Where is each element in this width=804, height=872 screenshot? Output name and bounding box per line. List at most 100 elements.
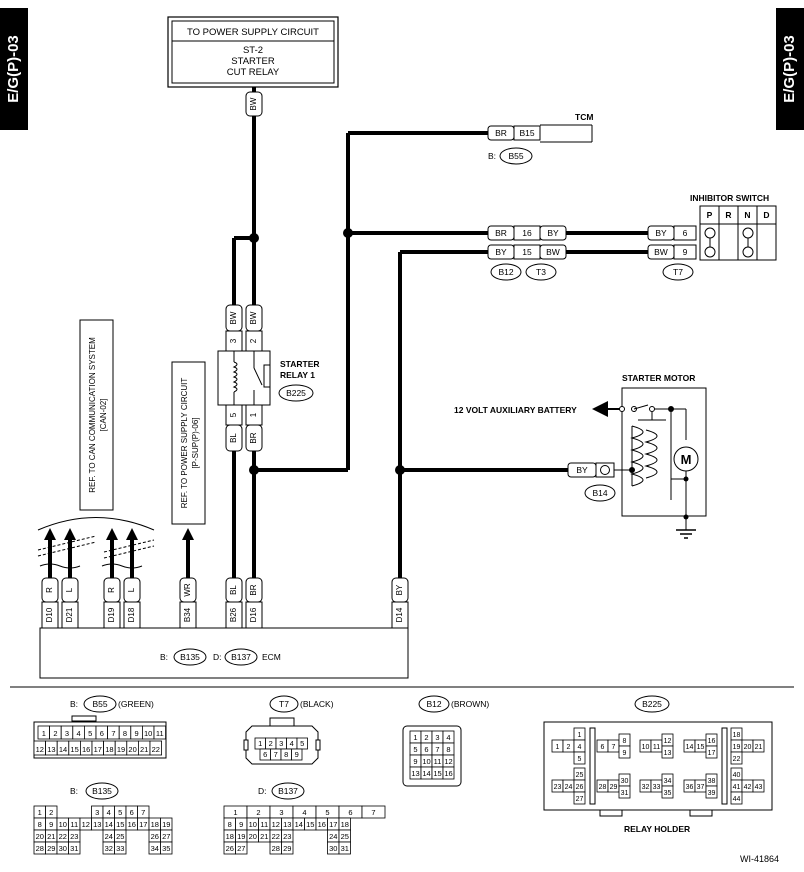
pin-cell: 35: [661, 785, 674, 799]
svg-text:6: 6: [424, 745, 428, 754]
pin-cell: 38: [705, 773, 718, 787]
svg-text:31: 31: [70, 844, 78, 853]
pin-cell: 12: [79, 817, 92, 831]
svg-text:[CAN-02]: [CAN-02]: [99, 399, 108, 432]
svg-text:INHIBITOR SWITCH: INHIBITOR SWITCH: [690, 193, 769, 203]
svg-text:8: 8: [284, 750, 288, 759]
svg-text:15: 15: [433, 769, 441, 778]
svg-text:E/G(P)-03: E/G(P)-03: [5, 35, 22, 103]
pin-cell: 1: [33, 805, 46, 819]
svg-text:16: 16: [522, 228, 532, 238]
pin-cell: 18: [223, 829, 236, 843]
ref-can-box: REF. TO CAN COMMUNICATION SYSTEM [CAN-02…: [79, 319, 114, 511]
svg-text:BY: BY: [547, 228, 559, 238]
svg-text:1: 1: [556, 744, 560, 751]
svg-text:17: 17: [94, 745, 102, 754]
pin-cell: 34: [148, 841, 161, 855]
pin-cell: 4: [573, 739, 586, 753]
svg-text:ST-2: ST-2: [243, 45, 263, 56]
pin-cell: 25: [573, 767, 586, 781]
svg-text:R: R: [45, 587, 54, 593]
svg-text:18: 18: [341, 820, 349, 829]
svg-text:21: 21: [755, 744, 763, 751]
pin-cell: 8: [118, 725, 132, 740]
svg-text:30: 30: [329, 844, 337, 853]
svg-text:15: 15: [697, 744, 705, 751]
pin-cell: 10: [56, 817, 69, 831]
svg-text:16: 16: [444, 769, 452, 778]
svg-text:23: 23: [70, 832, 78, 841]
svg-text:P: P: [707, 210, 713, 220]
svg-text:1: 1: [413, 733, 417, 742]
pin-cell: 8: [223, 817, 236, 831]
svg-text:B:: B:: [70, 786, 78, 796]
svg-text:29: 29: [47, 844, 55, 853]
svg-text:3: 3: [279, 739, 283, 748]
pin-cell: 1: [551, 739, 564, 753]
pin-cell: 27: [160, 829, 173, 843]
svg-text:37: 37: [697, 784, 705, 791]
pin-cell: 42: [741, 779, 754, 793]
svg-text:BR: BR: [249, 432, 258, 443]
pin-cell: 26: [573, 779, 586, 793]
svg-text:44: 44: [733, 796, 741, 803]
svg-text:19: 19: [117, 745, 125, 754]
svg-text:D:: D:: [213, 652, 222, 662]
svg-text:19: 19: [733, 744, 741, 751]
svg-text:9: 9: [413, 757, 417, 766]
svg-text:22: 22: [272, 832, 280, 841]
pin-cell: 28: [269, 841, 282, 855]
svg-text:18: 18: [226, 832, 234, 841]
svg-text:13: 13: [283, 820, 291, 829]
tcm: TCM BR B15 B: B55: [487, 112, 593, 165]
pin-cell: 16: [315, 817, 328, 831]
svg-text:10: 10: [59, 820, 67, 829]
svg-text:3: 3: [95, 808, 99, 817]
svg-text:[P-SUP(P)-06]: [P-SUP(P)-06]: [191, 417, 200, 468]
svg-text:B:: B:: [70, 699, 78, 709]
svg-text:BR: BR: [495, 228, 507, 238]
svg-text:D: D: [763, 210, 769, 220]
svg-text:14: 14: [295, 820, 303, 829]
svg-text:21: 21: [47, 832, 55, 841]
svg-text:D18: D18: [127, 607, 136, 622]
pin-cell: 20: [126, 740, 139, 756]
pin-cell: 13: [409, 766, 422, 780]
pin-cell: 20: [246, 829, 259, 843]
svg-text:43: 43: [755, 784, 763, 791]
pin-cell: 2: [246, 805, 271, 819]
svg-text:20: 20: [36, 832, 44, 841]
svg-text:38: 38: [708, 778, 716, 785]
svg-text:32: 32: [642, 784, 650, 791]
svg-text:12: 12: [444, 757, 452, 766]
pin-cell: 14: [683, 739, 696, 753]
pin-cell: 8: [618, 733, 631, 747]
pin-cell: 18: [148, 817, 161, 831]
svg-text:1: 1: [233, 808, 237, 817]
svg-text:REF. TO POWER SUPPLY CIRCUIT: REF. TO POWER SUPPLY CIRCUIT: [180, 378, 189, 509]
svg-text:10: 10: [422, 757, 430, 766]
svg-text:5: 5: [88, 729, 92, 738]
pin-cell: 16: [125, 817, 138, 831]
svg-text:15: 15: [70, 745, 78, 754]
pin-cell: 10: [639, 739, 652, 753]
svg-text:BL: BL: [229, 433, 238, 443]
svg-text:10: 10: [144, 729, 152, 738]
svg-text:22: 22: [733, 756, 741, 763]
pin-cell: 26: [148, 829, 161, 843]
svg-text:BY: BY: [495, 247, 507, 257]
svg-text:12: 12: [82, 820, 90, 829]
svg-text:2: 2: [424, 733, 428, 742]
svg-text:20: 20: [128, 745, 136, 754]
svg-text:28: 28: [272, 844, 280, 853]
svg-text:E/G(P)-03: E/G(P)-03: [781, 35, 798, 103]
pin-cell: 28: [596, 779, 609, 793]
pin-cell: 13: [281, 817, 294, 831]
svg-text:2: 2: [256, 808, 260, 817]
pin-cell: 29: [281, 841, 294, 855]
svg-text:30: 30: [59, 844, 67, 853]
